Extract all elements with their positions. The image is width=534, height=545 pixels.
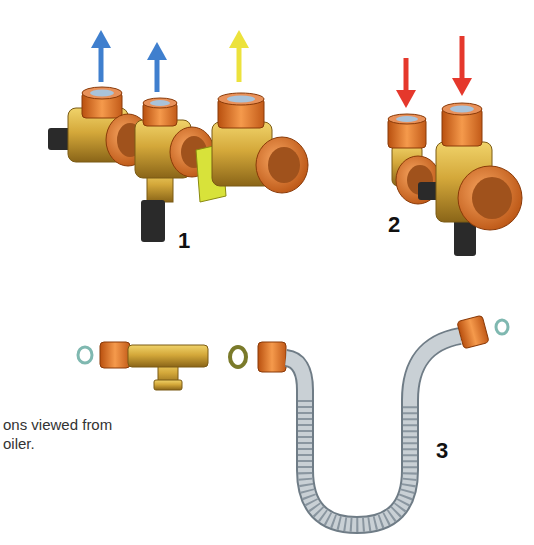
flexible-hose <box>286 315 508 525</box>
compression-fitting <box>256 137 308 193</box>
flow-arrow <box>452 36 472 96</box>
arrow-head <box>91 30 111 48</box>
nut-bore <box>227 96 255 103</box>
flow-arrow <box>91 30 111 82</box>
nut-bore <box>150 100 170 106</box>
nut-face <box>82 87 122 99</box>
fibre-washer <box>78 347 92 363</box>
arrow-head <box>147 42 167 60</box>
flow-arrow <box>147 42 167 92</box>
callout-number: 3 <box>436 440 448 462</box>
hose-weave <box>305 400 410 525</box>
nut-face <box>388 114 426 124</box>
olive-ring <box>230 347 246 367</box>
nut-bore <box>396 116 418 122</box>
nut-bore <box>90 90 114 97</box>
arrow-shaft <box>460 36 465 80</box>
gas-valve <box>196 93 308 202</box>
flow-arrow <box>396 58 416 108</box>
compression-fitting <box>396 156 440 204</box>
arrow-shaft <box>155 58 160 92</box>
arrow-shaft <box>404 58 409 92</box>
flow-arrow <box>229 30 249 82</box>
callout-number: 2 <box>388 214 400 236</box>
elbow-fitting <box>388 114 440 204</box>
arrow-head <box>452 78 472 96</box>
hose-braid <box>286 336 460 525</box>
arrow-shaft <box>237 46 242 82</box>
compression-fitting <box>458 166 522 230</box>
tee-body <box>128 345 208 367</box>
nut-face <box>442 103 482 115</box>
arrow-head <box>396 90 416 108</box>
copper-nut <box>258 342 286 372</box>
arrow-shaft <box>99 46 104 82</box>
copper-nut <box>457 315 489 349</box>
arrow-head <box>229 30 249 48</box>
tee-stem-nut <box>154 380 182 390</box>
nut-bore <box>450 106 474 113</box>
valve-handle <box>141 200 165 242</box>
hose-outline <box>286 336 460 525</box>
caption-text: ons viewed from oiler. <box>3 416 128 454</box>
fitting-bore <box>268 147 300 183</box>
copper-nut <box>100 342 130 368</box>
fitting-bore <box>472 177 512 219</box>
fibre-washer <box>496 320 508 334</box>
tee-assembly <box>78 342 286 390</box>
isolation-valve <box>418 103 522 256</box>
nut-face <box>218 93 264 105</box>
callout-number: 1 <box>178 230 190 252</box>
nut-face <box>143 98 177 108</box>
